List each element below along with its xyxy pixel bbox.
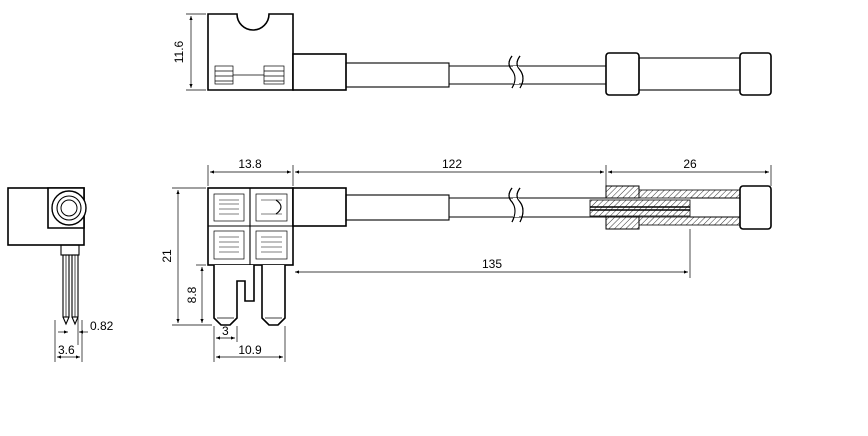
top-housing <box>207 13 294 91</box>
label-side-width: 3.6 <box>58 343 75 357</box>
top-fuse-cap-right <box>739 52 772 96</box>
dim-cable-length: 122 <box>295 157 607 186</box>
dim-height-front: 21 <box>160 187 212 326</box>
front-sleeve <box>345 194 450 221</box>
label-cable-length: 122 <box>442 157 462 171</box>
dim-pin-thickness: 0.82 <box>58 318 114 345</box>
label-fuse-length: 26 <box>683 157 697 171</box>
front-contacts <box>213 193 288 260</box>
label-pin-thickness: 0.82 <box>90 319 114 333</box>
dim-blade-width: 3 <box>213 324 238 342</box>
label-width-head: 13.8 <box>238 157 262 171</box>
front-cable-section <box>589 199 691 217</box>
label-blade-height: 8.8 <box>185 286 199 303</box>
dim-side-width: 3.6 <box>54 320 83 362</box>
front-boot <box>292 187 347 227</box>
dim-blade-height: 8.8 <box>185 264 206 323</box>
label-height-top: 11.6 <box>172 40 186 63</box>
top-fuse-body <box>638 57 741 91</box>
top-view: 11.6 <box>172 13 772 96</box>
side-view: 0.82 3.6 <box>7 187 114 362</box>
label-height-front: 21 <box>160 249 174 263</box>
top-contacts <box>214 65 285 85</box>
front-fuse-cap-left-top <box>605 185 640 199</box>
dim-blade-span: 10.9 <box>213 326 286 362</box>
dim-fuse-length: 26 <box>608 157 772 186</box>
label-overall-length: 135 <box>482 257 502 271</box>
dim-overall-length: 135 <box>295 229 691 278</box>
front-blades <box>213 265 286 326</box>
top-boot <box>292 53 347 91</box>
front-view: 13.8 122 26 21 8.8 <box>160 157 772 362</box>
dim-height-top: 11.6 <box>172 13 206 91</box>
front-fuse-cap-right <box>739 185 772 230</box>
top-fuse-cap-left <box>605 52 640 96</box>
dim-width-head: 13.8 <box>207 157 294 186</box>
label-blade-span: 10.9 <box>238 343 262 357</box>
side-pin-base <box>60 244 80 256</box>
top-sleeve <box>345 62 450 88</box>
front-fuse-cap-left-bottom <box>605 216 640 230</box>
label-blade-width: 3 <box>222 324 229 338</box>
